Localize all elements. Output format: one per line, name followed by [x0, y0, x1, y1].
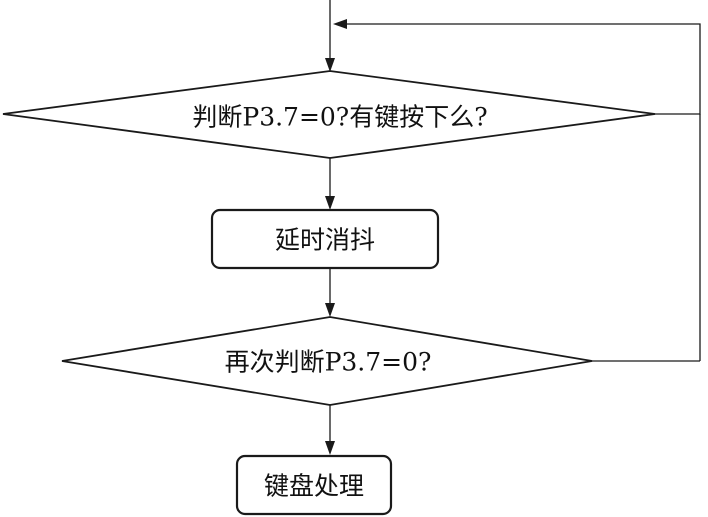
process-key-handle: 键盘处理	[235, 454, 393, 516]
decision-key-pressed-diamond	[2, 70, 656, 159]
decision-key-pressed: 判断P3.7=0?有键按下么?	[2, 70, 656, 159]
process-key-handle-box	[235, 454, 393, 516]
no-key-loop-edge	[345, 23, 701, 115]
key-handle-arrowhead	[325, 441, 335, 455]
process-debounce: 延时消抖	[210, 208, 440, 270]
process-debounce-box	[210, 208, 440, 270]
decision-recheck-label: 再次判断P3.7=0?	[225, 348, 432, 377]
flow-edges	[325, 0, 701, 455]
process-debounce-label: 延时消抖	[275, 226, 375, 255]
decision-key-pressed-label: 判断P3.7=0?有键按下么?	[192, 103, 487, 132]
decision-recheck-diamond	[61, 316, 593, 406]
loop-arrowhead	[333, 19, 347, 29]
debounce-arrowhead	[325, 196, 335, 210]
recheck-arrowhead	[325, 303, 335, 317]
decision-recheck: 再次判断P3.7=0?	[61, 316, 593, 406]
entry-arrowhead	[325, 58, 335, 72]
process-key-handle-label: 键盘处理	[264, 472, 364, 501]
